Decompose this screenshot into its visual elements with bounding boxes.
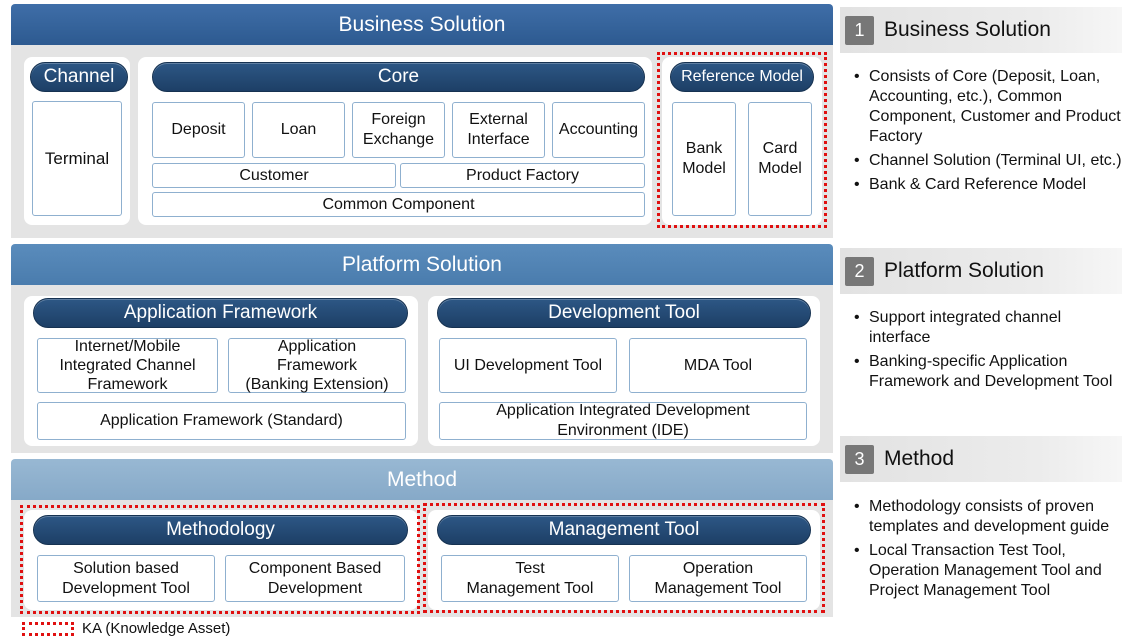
management-tool-header: Management Tool (437, 515, 811, 545)
right-list-2: Support integrated channel interface Ban… (852, 308, 1124, 396)
banking-ext-line-3: (Banking Extension) (245, 376, 389, 393)
right-list-3-item: Local Transaction Test Tool, Operation M… (852, 541, 1124, 601)
right-header-1-number: 1 (845, 15, 874, 45)
right-list-2-item: Banking-specific Application Framework a… (852, 352, 1124, 392)
loan-box: Loan (252, 102, 345, 158)
ui-dev-tool-box: UI Development Tool (439, 338, 617, 393)
deposit-box: Deposit (152, 102, 245, 158)
standard-framework-label: Application Framework (Standard) (100, 412, 343, 429)
external-interface-line-1: External (469, 111, 528, 128)
reference-model-ka-outline (657, 52, 827, 228)
right-header-3-title: Method (884, 447, 955, 470)
business-solution-title: Business Solution (11, 4, 833, 45)
reference-model-header-text: Reference Model (681, 68, 803, 85)
channel-header-text: Channel (43, 66, 115, 87)
dev-tool-header: Development Tool (437, 298, 811, 328)
test-management-line-1: Test (515, 559, 545, 577)
mda-tool-box: MDA Tool (629, 338, 807, 393)
deposit-label: Deposit (171, 121, 226, 138)
banking-ext-line-2: Framework (276, 357, 357, 374)
ka-legend-swatch (22, 622, 74, 636)
platform-solution-title: Platform Solution (11, 244, 833, 285)
internet-mobile-line-3: Framework (87, 376, 168, 393)
app-framework-header-text: Application Framework (123, 302, 318, 323)
foreign-exchange-line-1: Foreign (371, 111, 426, 128)
terminal-label: Terminal (44, 148, 110, 168)
right-header-1: 1 Business Solution (840, 7, 1122, 53)
right-header-2: 2 Platform Solution (840, 248, 1122, 294)
common-component-label: Common Component (322, 195, 475, 213)
accounting-box: Accounting (552, 102, 645, 158)
standard-framework-box: Application Framework (Standard) (37, 402, 406, 440)
channel-header: Channel (30, 62, 128, 92)
mda-tool-label: MDA Tool (683, 356, 753, 374)
solution-based-line-1: Solution based (73, 559, 179, 577)
methodology-header: Methodology (33, 515, 408, 545)
card-model-line-2: Model (758, 160, 802, 177)
product-factory-box: Product Factory (400, 163, 645, 188)
ide-line-1: Application Integrated Development (496, 402, 750, 419)
customer-label: Customer (239, 166, 309, 184)
internet-mobile-line-1: Internet/Mobile (74, 338, 181, 355)
component-based-line-2: Development (267, 579, 363, 597)
accounting-label: Accounting (558, 121, 639, 138)
bank-model-line-1: Bank (685, 140, 723, 157)
component-based-line-1: Component Based (248, 559, 382, 577)
operation-management-line-2: Management Tool (654, 579, 782, 597)
bank-model-line-2: Model (682, 160, 726, 177)
common-component-box: Common Component (152, 192, 645, 217)
method-title: Method (11, 459, 833, 500)
app-framework-header: Application Framework (33, 298, 408, 328)
business-solution-title-text: Business Solution (338, 12, 506, 36)
right-list-1: Consists of Core (Deposit, Loan, Account… (852, 67, 1124, 199)
right-header-2-number: 2 (845, 256, 874, 286)
right-list-1-item: Channel Solution (Terminal UI, etc.) (852, 151, 1124, 171)
right-list-2-item: Support integrated channel interface (852, 308, 1124, 348)
ka-legend-text: KA (Knowledge Asset) (82, 620, 231, 637)
right-list-3-item: Methodology consists of proven templates… (852, 497, 1124, 537)
external-interface-line-2: Interface (467, 131, 530, 148)
internet-mobile-line-2: Integrated Channel (59, 357, 196, 374)
right-list-1-item: Bank & Card Reference Model (852, 175, 1124, 195)
product-factory-label: Product Factory (466, 166, 579, 184)
ui-dev-tool-label: UI Development Tool (453, 356, 603, 374)
ide-line-2: Environment (IDE) (557, 422, 689, 439)
management-tool-header-text: Management Tool (548, 519, 700, 540)
methodology-header-text: Methodology (166, 519, 275, 540)
management-tool-ka-outline (423, 503, 825, 613)
test-management-line-2: Management Tool (466, 579, 594, 597)
terminal-box: Terminal (32, 101, 122, 216)
loan-label: Loan (280, 121, 317, 138)
method-title-text: Method (386, 467, 458, 491)
platform-solution-title-text: Platform Solution (342, 252, 502, 276)
customer-box: Customer (152, 163, 396, 188)
reference-model-header: Reference Model (670, 62, 814, 92)
right-header-3: 3 Method (840, 436, 1122, 482)
banking-ext-line-1: Application (277, 338, 357, 355)
dev-tool-header-text: Development Tool (548, 302, 700, 323)
right-header-3-number: 3 (845, 444, 874, 474)
core-header-text: Core (377, 66, 420, 87)
right-list-3: Methodology consists of proven templates… (852, 497, 1124, 605)
card-model-line-1: Card (762, 140, 798, 157)
right-header-1-title: Business Solution (884, 18, 1051, 41)
right-list-1-item: Consists of Core (Deposit, Loan, Account… (852, 67, 1124, 147)
foreign-exchange-line-2: Exchange (362, 131, 435, 148)
methodology-ka-outline (20, 505, 420, 614)
right-header-2-title: Platform Solution (884, 259, 1044, 282)
solution-based-line-2: Development Tool (62, 579, 190, 597)
core-header: Core (152, 62, 645, 92)
operation-management-line-1: Operation (682, 559, 754, 577)
